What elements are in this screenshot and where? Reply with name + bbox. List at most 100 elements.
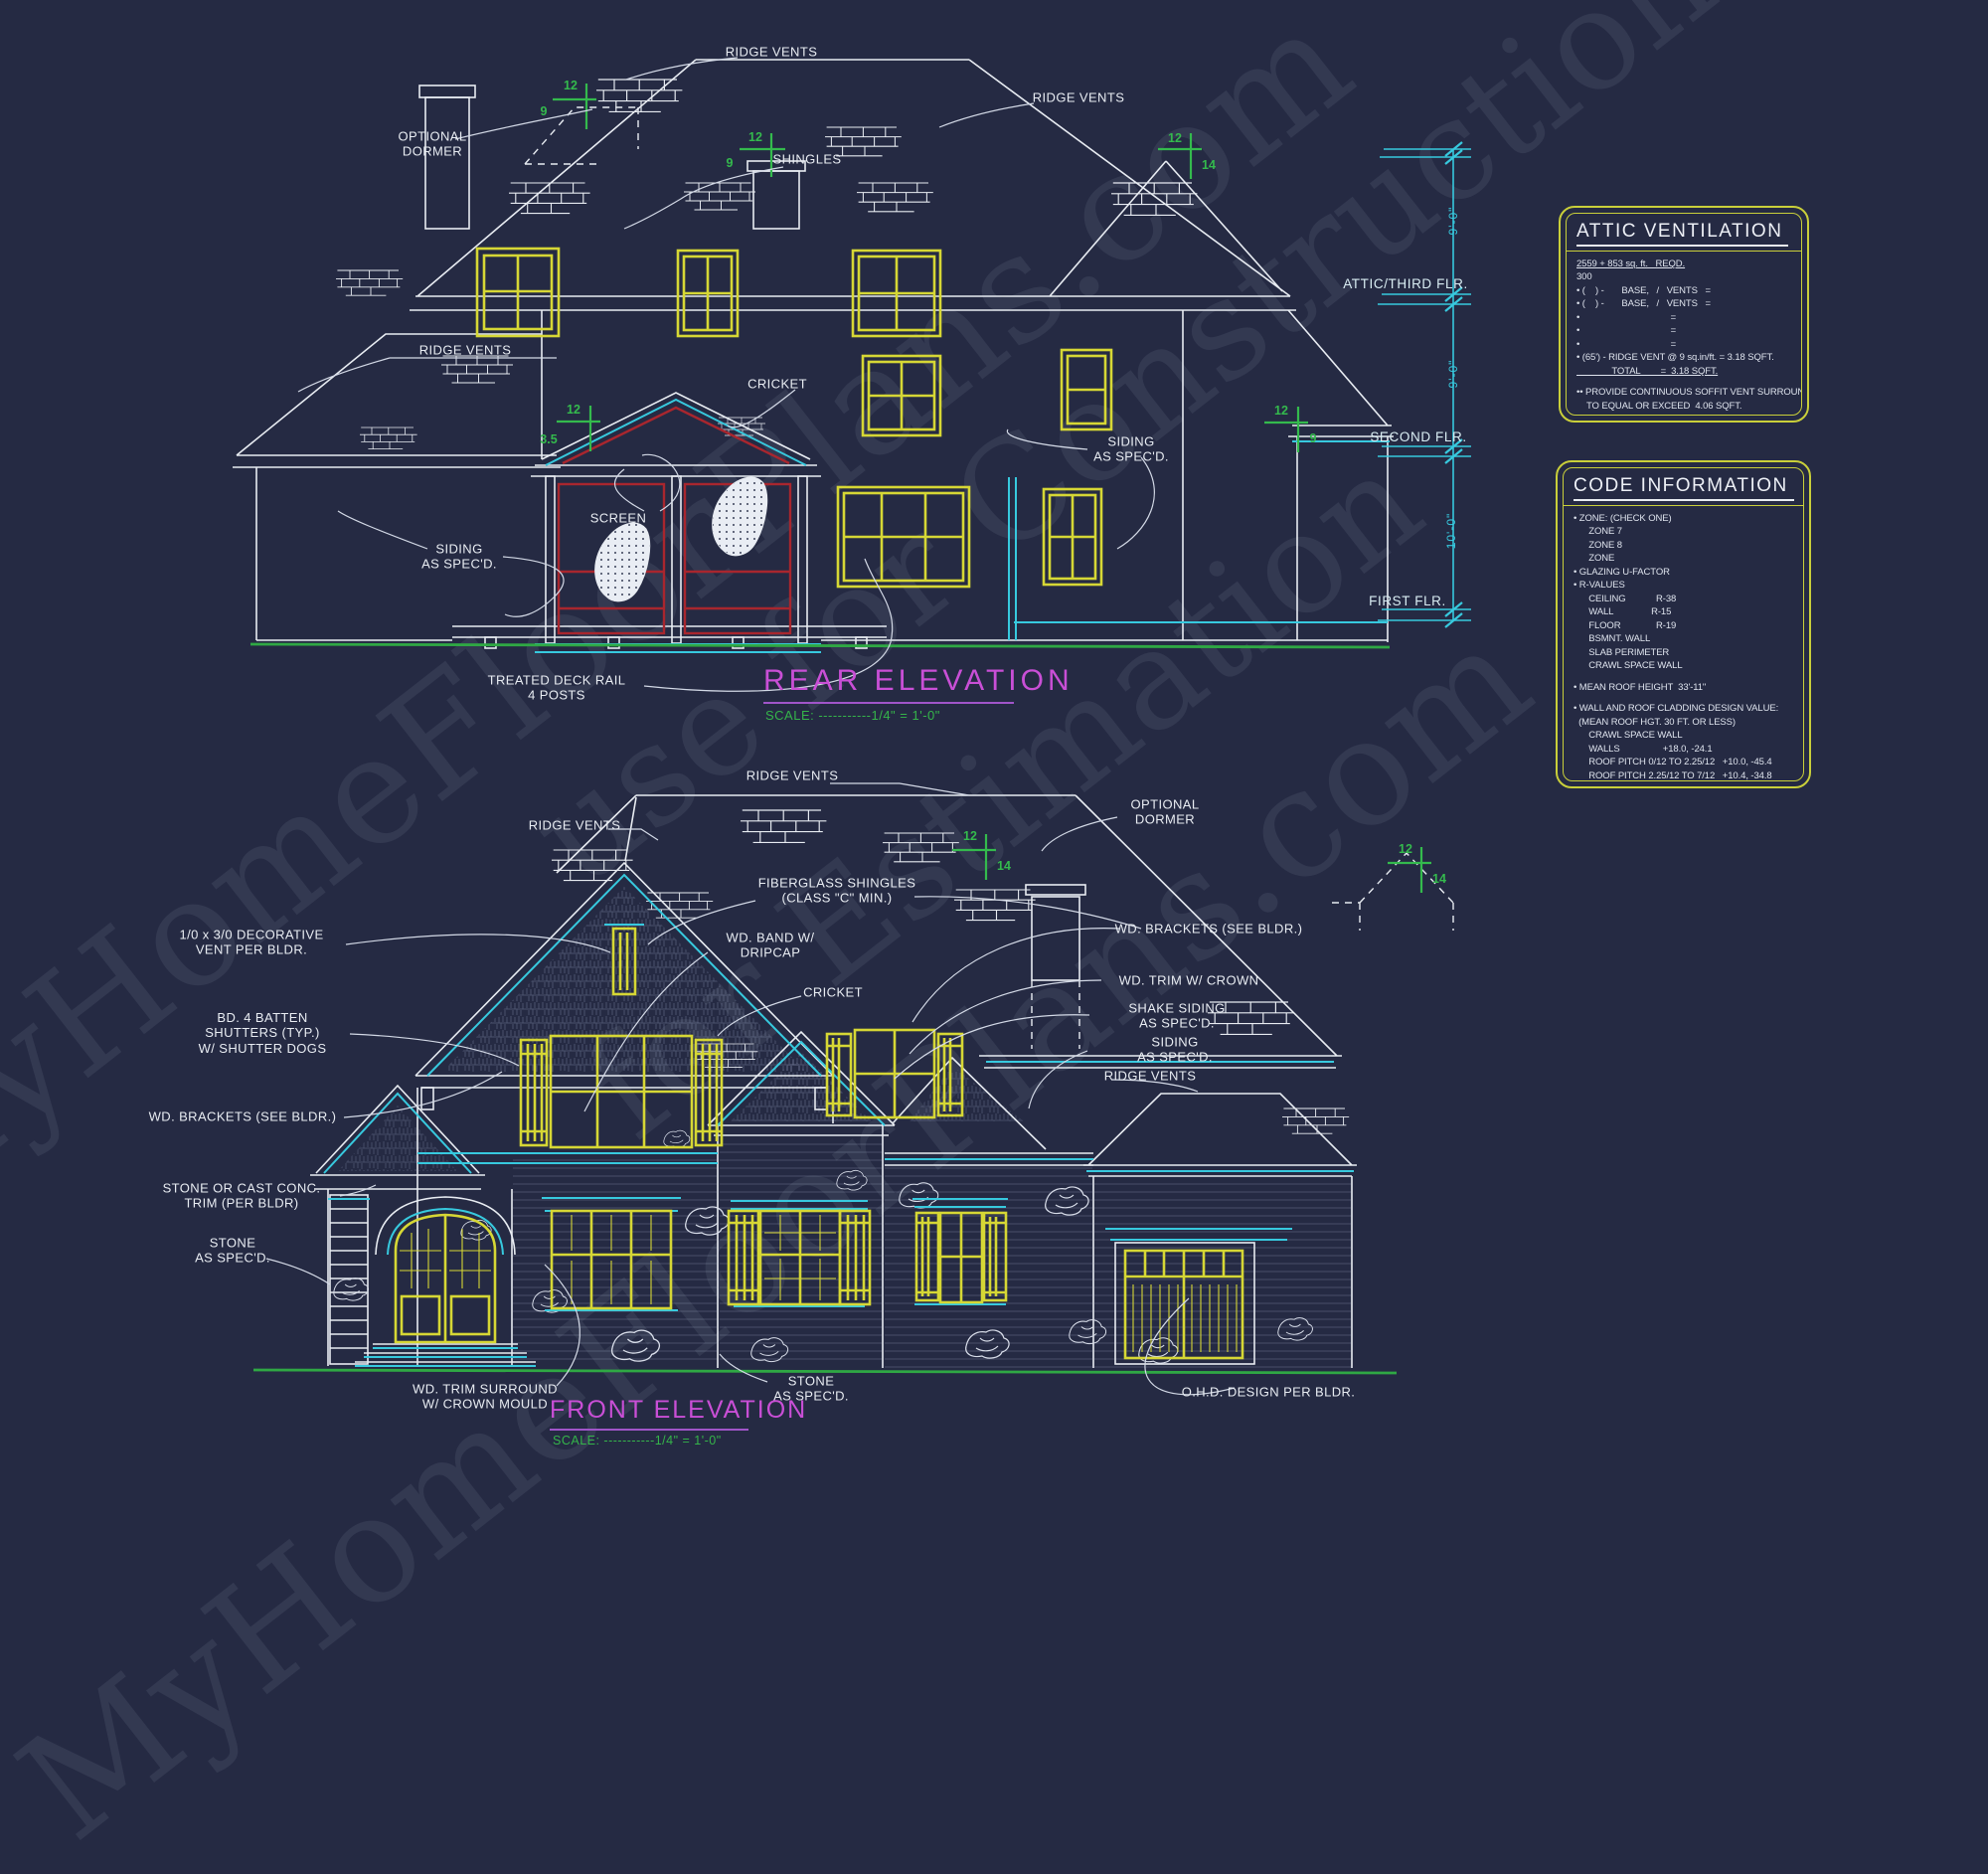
pitch-rise: 12 — [1274, 404, 1288, 418]
code-line: • R-VALUES — [1574, 580, 1625, 592]
pitch-run: 14 — [1202, 158, 1216, 172]
attic-line: • = — [1576, 338, 1677, 350]
pitch-rise: 12 — [1399, 842, 1412, 856]
label-screen: SCREEN — [589, 510, 647, 526]
pitch-rise: 12 — [1168, 131, 1182, 145]
dimension-text: 10'-0" — [1444, 512, 1458, 550]
attic-line: •• PROVIDE CONTINUOUS SOFFIT VENT SURROU… — [1576, 387, 1802, 399]
label-shingles: SHINGLES — [772, 151, 842, 167]
label-wd-brackets: WD. BRACKETS (SEE BLDR.) — [148, 1108, 337, 1124]
attic-line: 2559 + 853 sq. ft. REQD. — [1576, 258, 1686, 269]
dimension-text: 9'-0" — [1446, 206, 1460, 236]
label-cricket: CRICKET — [803, 984, 863, 1000]
windows-doors — [394, 247, 1244, 1360]
attic-line: ••• PROVIDE THEMOSTATICALLY CONTROLLED — [1576, 413, 1791, 415]
code-line: CRAWL SPACE WALL — [1574, 730, 1683, 742]
attic-line: TO EQUAL OR EXCEED 4.06 SQFT. — [1576, 400, 1742, 412]
panel-rule — [1564, 505, 1803, 506]
label-treated-deck-rail: TREATED DECK RAIL 4 POSTS — [487, 672, 626, 703]
pitch-rise: 12 — [963, 829, 977, 843]
code-line: ZONE — [1574, 553, 1615, 565]
attic-line: • = — [1576, 311, 1677, 323]
pitch-run: 14 — [997, 859, 1011, 873]
pitch-rise: 12 — [567, 403, 580, 417]
code-line: • ZONE: (CHECK ONE) — [1574, 513, 1672, 524]
blueprint-linework — [233, 57, 1471, 1396]
attic-line: • = — [1576, 325, 1677, 337]
label-ridge-vents: RIDGE VENTS — [1103, 1068, 1197, 1084]
floor-dimension-lines — [1378, 141, 1471, 628]
code-line: • MEAN ROOF HEIGHT 33'-11" — [1574, 681, 1707, 693]
code-line: • GLAZING U-FACTOR — [1574, 566, 1670, 578]
label-optional-dormer: OPTIONAL DORMER — [1130, 796, 1200, 827]
code-line: FLOOR R-19 — [1574, 619, 1677, 631]
attic-line: TOTAL = 3.18 SQFT. — [1576, 365, 1719, 377]
label-ridge-vents: RIDGE VENTS — [528, 817, 621, 833]
rear-elevation-title: REAR ELEVATION — [763, 664, 1070, 704]
floor-label-attic: ATTIC/THIRD FLR. — [1343, 276, 1468, 292]
label-optional-dormer: OPTIONAL DORMER — [398, 128, 467, 159]
code-line: WALL R-15 — [1574, 606, 1672, 618]
rear-elevation-scale: SCALE: -----------1/4" = 1'-0" — [765, 708, 940, 723]
pitch-run: 14 — [1432, 872, 1446, 886]
code-line: CEILING R-38 — [1574, 593, 1677, 604]
pitch-rise: 12 — [564, 79, 578, 92]
dimension-text: 9'-0" — [1446, 359, 1460, 389]
code-line: WALLS +18.0, -24.1 — [1574, 743, 1713, 755]
label-stone: STONE AS SPEC'D. — [195, 1235, 270, 1266]
code-information-title: CODE INFORMATION — [1574, 475, 1794, 501]
front-elevation-title: FRONT ELEVATION — [550, 1396, 805, 1431]
label-ridge-vents: RIDGE VENTS — [418, 342, 512, 358]
label-wd-band: WD. BAND W/ DRIPCAP — [726, 930, 815, 960]
texture-fills — [338, 887, 1351, 1368]
label-decorative-vent: 1/0 x 3/0 DECORATIVE VENT PER BLDR. — [179, 927, 324, 957]
code-line: BSMNT. WALL — [1574, 633, 1651, 645]
ground-lines — [249, 642, 1398, 1375]
attic-line: • ( ) - BASE, / VENTS = — [1576, 284, 1711, 296]
label-shake-siding: SHAKE SIDING AS SPEC'D. — [1128, 1000, 1226, 1031]
label-wd-trim-crown: WD. TRIM W/ CROWN — [1118, 972, 1259, 988]
screen-splash — [594, 476, 768, 602]
code-line: SLAB PERIMETER — [1574, 646, 1670, 658]
label-siding: SIDING AS SPEC'D. — [1137, 1034, 1213, 1065]
code-line: CRAWL SPACE WALL — [1574, 660, 1683, 672]
attic-line: • ( ) - BASE, / VENTS = — [1576, 298, 1711, 310]
label-cricket: CRICKET — [747, 376, 807, 392]
pitch-run: 9 — [540, 104, 548, 118]
front-dashed-dormer — [1031, 851, 1454, 1049]
pitch-markers — [553, 84, 1431, 893]
label-ohd-design: O.H.D. DESIGN PER BLDR. — [1181, 1384, 1356, 1400]
rear-dashed-dormer — [524, 106, 639, 165]
attic-ventilation-panel: ATTIC VENTILATION 2559 + 853 sq. ft. REQ… — [1559, 206, 1809, 423]
panel-rule — [1567, 251, 1801, 252]
label-ridge-vents: RIDGE VENTS — [1032, 89, 1125, 105]
floor-label-second: SECOND FLR. — [1370, 429, 1467, 445]
code-information-panel: CODE INFORMATION • ZONE: (CHECK ONE) ZON… — [1556, 460, 1811, 788]
floor-label-first: FIRST FLR. — [1369, 594, 1446, 609]
label-wd-trim-surround: WD. TRIM SURROUND W/ CROWN MOULD — [413, 1381, 558, 1412]
label-wd-brackets: WD. BRACKETS (SEE BLDR.) — [1114, 921, 1303, 937]
label-fiberglass-shingles: FIBERGLASS SHINGLES (CLASS "C" MIN.) — [757, 875, 916, 906]
code-line: ROOF PITCH 0/12 TO 2.25/12 +10.0, -45.4 — [1574, 757, 1772, 768]
label-stone: STONE AS SPEC'D. — [773, 1373, 849, 1404]
front-elevation-scale: SCALE: -----------1/4" = 1'-0" — [553, 1434, 722, 1448]
leader-lines — [265, 57, 1236, 1396]
label-batten-shutters: BD. 4 BATTEN SHUTTERS (TYP.) W/ SHUTTER … — [198, 1010, 327, 1056]
cyan-trim — [323, 398, 1390, 1367]
pitch-rise: 12 — [748, 130, 762, 144]
code-line: ROOF PITCH 2.25/12 TO 7/12 +10.4, -34.8 — [1574, 769, 1772, 781]
attic-line: 300 — [1576, 271, 1592, 283]
label-ridge-vents: RIDGE VENTS — [725, 44, 818, 60]
attic-ventilation-title: ATTIC VENTILATION — [1576, 221, 1789, 247]
code-line: • WALL AND ROOF CLADDING DESIGN VALUE: — [1574, 703, 1779, 715]
label-stone-cast-trim: STONE OR CAST CONC. TRIM (PER BLDR) — [162, 1180, 321, 1211]
code-line: ZONE 8 — [1574, 539, 1622, 551]
pitch-run: 3.5 — [540, 432, 558, 446]
code-line: (MEAN ROOF HGT. 30 FT. OR LESS) — [1574, 716, 1736, 728]
pitch-run: 9 — [1309, 431, 1317, 445]
label-siding: SIDING AS SPEC'D. — [1093, 433, 1169, 464]
label-siding: SIDING AS SPEC'D. — [421, 541, 497, 572]
attic-line: • (65') - RIDGE VENT @ 9 sq.in/ft. = 3.1… — [1576, 352, 1774, 364]
code-line: ZONE 7 — [1574, 526, 1622, 538]
pitch-run: 9 — [726, 156, 734, 170]
